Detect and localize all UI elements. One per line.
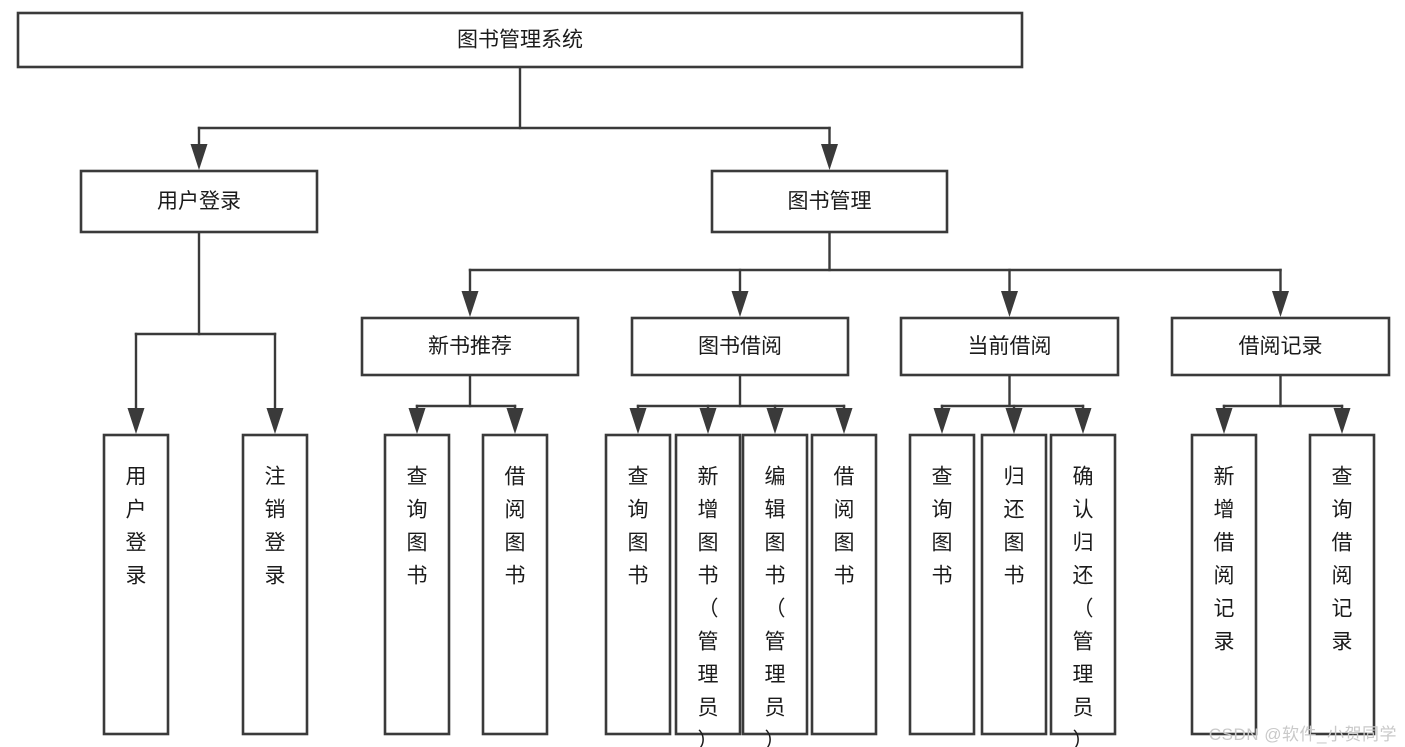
arrow-head-icon <box>408 408 426 434</box>
node-label: 查询图书 <box>932 465 953 587</box>
node-leaf-add-record[interactable]: 新增借阅记录 <box>1190 433 1258 736</box>
arrow-head-icon <box>506 408 524 434</box>
node-label: 借阅图书 <box>505 465 526 587</box>
node-label: 归还图书 <box>1004 465 1025 587</box>
node-leaf-edit-book[interactable]: 编辑图书（管理员） <box>741 433 809 747</box>
node-box <box>102 433 170 736</box>
node-label: 图书借阅 <box>698 335 782 358</box>
node-box <box>810 433 878 736</box>
node-box <box>604 433 672 736</box>
node-book-manage[interactable]: 图书管理 <box>710 169 949 234</box>
node-box <box>360 316 580 377</box>
arrow-head-icon <box>190 144 208 170</box>
node-box <box>1049 433 1117 736</box>
arrow-head-icon <box>1074 408 1092 434</box>
node-label: 新增借阅记录 <box>1214 465 1235 653</box>
node-leaf-borrow-book[interactable]: 借阅图书 <box>810 433 878 736</box>
arrow-head-icon <box>699 408 717 434</box>
arrow-head-icon <box>1215 408 1233 434</box>
connector-group-borrow-record <box>1215 373 1351 434</box>
arrow-head-icon <box>461 291 479 317</box>
node-box <box>980 433 1048 736</box>
node-label: 当前借阅 <box>968 335 1052 358</box>
connector-group-root <box>190 65 838 170</box>
arrow-head-icon <box>266 408 284 434</box>
arrow-head-icon <box>835 408 853 434</box>
connector-group-book-borrow <box>629 373 853 434</box>
arrow-head-icon <box>933 408 951 434</box>
node-leaf-query-book-rec[interactable]: 查询图书 <box>383 433 451 736</box>
node-label: 图书管理 <box>788 190 872 213</box>
arrow-head-icon <box>629 408 647 434</box>
node-label: 新增图书（管理员） <box>698 465 719 747</box>
arrow-head-icon <box>821 144 838 170</box>
node-label: 查询借阅记录 <box>1332 465 1353 653</box>
node-leaf-logout[interactable]: 注销登录 <box>241 433 309 736</box>
node-box <box>899 316 1120 377</box>
node-box <box>1170 316 1391 377</box>
node-box <box>383 433 451 736</box>
node-book-borrow[interactable]: 图书借阅 <box>630 316 850 377</box>
node-leaf-add-book[interactable]: 新增图书（管理员） <box>674 433 742 747</box>
node-label: 新书推荐 <box>428 335 512 358</box>
node-label: 图书管理系统 <box>457 29 583 52</box>
node-box <box>16 11 1024 69</box>
node-root[interactable]: 图书管理系统 <box>16 11 1024 69</box>
node-box <box>79 169 319 234</box>
node-label: 查询图书 <box>628 465 649 587</box>
arrow-head-icon <box>1272 291 1289 317</box>
node-box <box>908 433 976 736</box>
node-label: 用户登录 <box>126 465 147 587</box>
node-label: 查询图书 <box>407 465 428 587</box>
node-leaf-query-record[interactable]: 查询借阅记录 <box>1308 433 1376 736</box>
node-label: 借阅图书 <box>834 465 855 587</box>
node-leaf-query-book-cur[interactable]: 查询图书 <box>908 433 976 736</box>
node-leaf-user-login[interactable]: 用户登录 <box>102 433 170 736</box>
arrow-head-icon <box>1005 408 1023 434</box>
arrow-head-icon <box>766 408 784 434</box>
node-leaf-confirm-return[interactable]: 确认归还（管理员） <box>1049 433 1117 747</box>
node-box <box>481 433 549 736</box>
node-leaf-borrow-book-rec[interactable]: 借阅图书 <box>481 433 549 736</box>
node-box <box>1190 433 1258 736</box>
node-box <box>241 433 309 736</box>
node-box <box>710 169 949 234</box>
node-box <box>741 433 809 736</box>
arrow-head-icon <box>127 408 145 434</box>
node-box <box>630 316 850 377</box>
node-label: 用户登录 <box>157 190 241 213</box>
node-box <box>1308 433 1376 736</box>
connector-group-book-manage <box>461 230 1289 317</box>
node-label: 注销登录 <box>265 465 286 587</box>
node-user-login[interactable]: 用户登录 <box>79 169 319 234</box>
node-label: 编辑图书（管理员） <box>765 465 786 747</box>
node-leaf-return-book[interactable]: 归还图书 <box>980 433 1048 736</box>
arrow-head-icon <box>1333 408 1351 434</box>
node-borrow-record[interactable]: 借阅记录 <box>1170 316 1391 377</box>
connector-group-new-book-rec <box>408 373 524 434</box>
node-current-borrow[interactable]: 当前借阅 <box>899 316 1120 377</box>
arrow-head-icon <box>731 291 749 317</box>
node-label: 借阅记录 <box>1239 335 1323 358</box>
node-box <box>674 433 742 736</box>
connector-group-user-login <box>127 230 284 434</box>
node-label: 确认归还（管理员） <box>1073 465 1094 747</box>
connector-group-current-borrow <box>933 373 1092 434</box>
node-new-book-rec[interactable]: 新书推荐 <box>360 316 580 377</box>
arrow-head-icon <box>1001 291 1018 317</box>
node-leaf-query-book[interactable]: 查询图书 <box>604 433 672 736</box>
